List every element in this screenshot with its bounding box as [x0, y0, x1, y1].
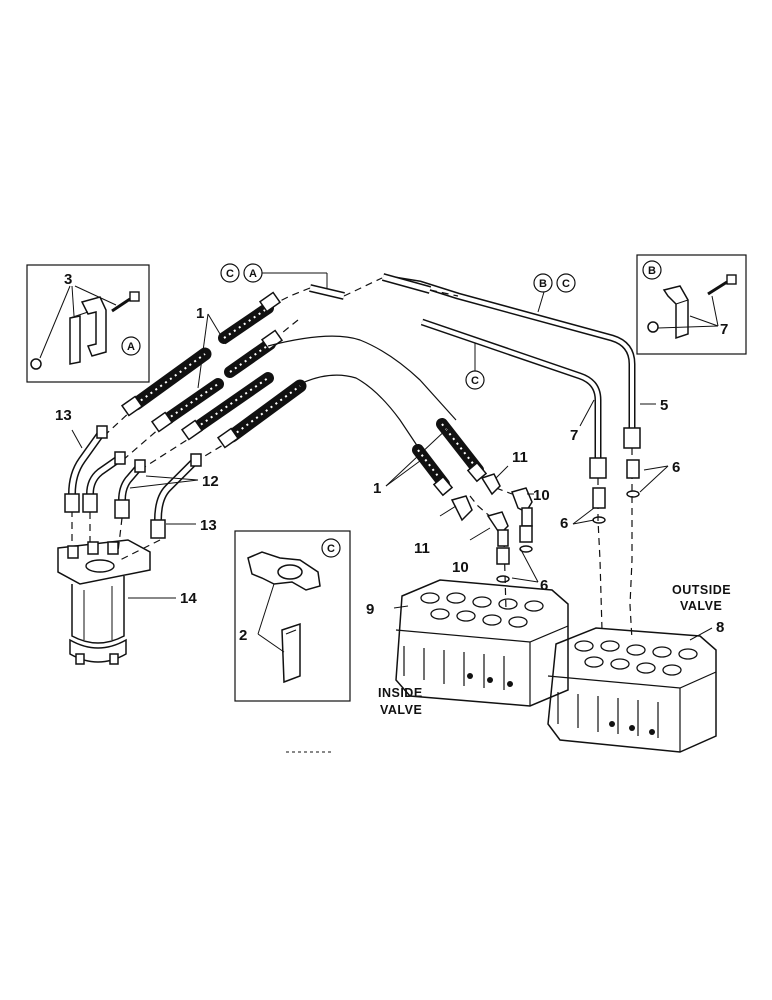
hose-1c — [150, 378, 224, 433]
svg-text:C: C — [471, 375, 479, 387]
hose-1e — [180, 372, 274, 441]
tube-end-bc — [381, 273, 432, 294]
inset-b-bolt — [707, 274, 737, 296]
elbow-11b — [450, 495, 473, 522]
label-6-right: 6 — [672, 459, 680, 476]
hose-1h — [412, 444, 454, 497]
callout-c-a: C A — [220, 263, 328, 290]
label-2: 2 — [239, 627, 247, 644]
inside-valve-9 — [395, 579, 569, 707]
label-14: 14 — [180, 590, 197, 607]
tube-13-right — [150, 453, 202, 539]
label-8: 8 — [716, 619, 724, 636]
leaders — [71, 313, 713, 641]
dashed-connection — [343, 277, 383, 297]
label-11-bottom: 11 — [414, 540, 430, 557]
outside-valve-8 — [547, 627, 717, 753]
outside-valve-label-line2: VALVE — [680, 599, 722, 613]
hose-line-outer — [267, 335, 457, 421]
svg-text:C: C — [226, 268, 234, 280]
inset-a-circle-label: A — [127, 341, 135, 353]
callout-c-mid: C — [465, 343, 485, 390]
label-13-top: 13 — [55, 407, 72, 424]
hose-line-inner — [299, 374, 421, 451]
inside-valve-label-line2: VALVE — [380, 703, 422, 717]
svg-text:C: C — [562, 278, 570, 290]
svg-text:B: B — [539, 278, 547, 290]
inset-c-clamp — [247, 551, 321, 591]
hose-1g — [436, 418, 488, 483]
tube-7 — [420, 318, 607, 479]
label-1-mid: 1 — [373, 480, 381, 497]
label-9: 9 — [366, 601, 374, 618]
inset-b-circle-label: B — [648, 265, 656, 277]
inset-b-box: B 7 — [636, 254, 747, 355]
tube-5 — [394, 276, 641, 449]
svg-text:A: A — [249, 268, 257, 280]
tube-12a — [82, 451, 126, 513]
fitting-6-right — [626, 459, 640, 498]
label-5: 5 — [660, 397, 668, 414]
tube-13-left — [64, 425, 108, 513]
hose-1f — [216, 379, 307, 449]
outside-valve-label-line1: OUTSIDE — [672, 583, 731, 597]
label-12: 12 — [202, 473, 219, 490]
inset-b-bracket — [662, 285, 689, 340]
label-6-left: 6 — [540, 577, 548, 594]
inset-a-box: 3 A — [26, 264, 150, 383]
label-10-top: 10 — [533, 487, 550, 504]
elbow-11a — [480, 473, 501, 496]
inset-c-box: C 2 — [234, 530, 351, 702]
callout-b-c: B C — [533, 273, 576, 313]
hose-1a — [120, 347, 212, 417]
hose-1d — [224, 329, 284, 378]
inset-b-nut — [647, 321, 659, 333]
inset-a-bolt — [111, 291, 140, 313]
hose-1b — [218, 291, 282, 344]
inset-a-bracket — [69, 296, 107, 365]
fitting-6-mid — [592, 487, 606, 524]
inset-c-channel — [281, 622, 301, 684]
label-13-bottom: 13 — [200, 517, 217, 534]
label-1-top: 1 — [196, 305, 204, 322]
inset-a-nut — [30, 358, 42, 370]
tube-12b — [114, 459, 146, 519]
label-11-top: 11 — [512, 449, 528, 466]
fitting-6-left — [496, 525, 533, 583]
label-6-mid: 6 — [560, 515, 568, 532]
tube-end-a — [309, 284, 345, 300]
inside-valve-label-line1: INSIDE — [378, 686, 423, 700]
label-7-inset: 7 — [720, 321, 728, 338]
swivel-14 — [57, 539, 151, 665]
inset-c-circle-label: C — [327, 543, 335, 555]
label-3: 3 — [64, 271, 72, 288]
elbow-10b — [486, 511, 509, 547]
label-10-bottom: 10 — [452, 559, 469, 576]
label-7: 7 — [570, 427, 578, 444]
